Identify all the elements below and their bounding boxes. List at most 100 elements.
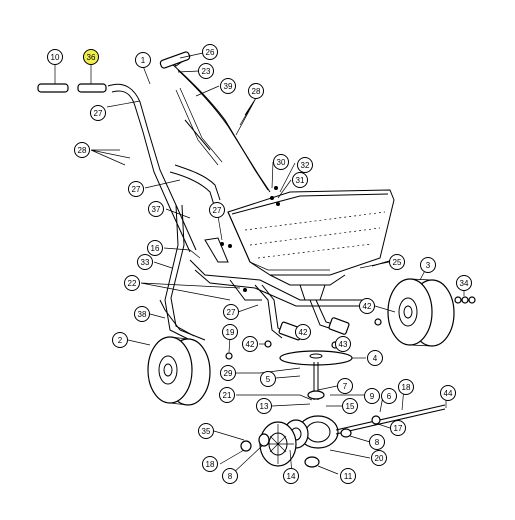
callout-number: 1 [141, 56, 146, 65]
callout-3: 3 [420, 257, 436, 273]
callout-number: 18 [402, 383, 411, 392]
callout-circle [260, 371, 276, 387]
callout-number: 17 [394, 424, 403, 433]
callout-circle [209, 202, 225, 218]
callout-9: 9 [364, 388, 380, 404]
callout-5: 5 [260, 371, 276, 387]
callout-circle [340, 468, 356, 484]
callout-42: 42 [295, 324, 311, 340]
callout-number: 6 [387, 392, 392, 401]
callout-circle [128, 181, 144, 197]
callout-circle [223, 304, 239, 320]
callout-circle [335, 336, 351, 352]
callout-number: 31 [296, 176, 305, 185]
callout-number: 27 [94, 109, 103, 118]
callout-27: 27 [90, 105, 106, 121]
callout-number: 27 [132, 185, 141, 194]
callout-7: 7 [337, 378, 353, 394]
callout-1: 1 [135, 52, 151, 68]
callout-number: 42 [246, 340, 255, 349]
callout-number: 28 [252, 87, 261, 96]
callout-circle [47, 49, 63, 65]
callout-34: 34 [456, 275, 472, 291]
callout-circle [90, 105, 106, 121]
callout-number: 44 [444, 389, 453, 398]
hopper [227, 189, 395, 301]
callout-35: 35 [198, 423, 214, 439]
callout-circle [202, 44, 218, 60]
callout-circle [364, 388, 380, 404]
callout-number: 5 [266, 375, 271, 384]
callout-number: 7 [343, 382, 348, 391]
callout-circle [74, 142, 90, 158]
callout-number: 27 [213, 206, 222, 215]
callout-number: 2 [118, 336, 123, 345]
callout-38: 38 [134, 306, 150, 322]
callout-4: 4 [367, 350, 383, 366]
callout-number: 30 [277, 158, 286, 167]
callout-number: 21 [223, 391, 232, 400]
callout-19: 19 [222, 324, 238, 340]
callout-44: 44 [440, 385, 456, 401]
callout-circle [242, 336, 258, 352]
callout-number: 22 [128, 279, 137, 288]
callout-22: 22 [124, 275, 140, 291]
handle-grip-right [77, 83, 107, 93]
callout-28: 28 [248, 83, 264, 99]
callout-29: 29 [220, 365, 236, 381]
callout-number: 28 [78, 146, 87, 155]
callout-39: 39 [220, 78, 236, 94]
callout-15: 15 [342, 398, 358, 414]
callout-number: 38 [138, 310, 147, 319]
callout-11: 11 [340, 468, 356, 484]
callout-number: 23 [202, 67, 211, 76]
callout-36: 36 [83, 49, 99, 65]
callout-circle [198, 423, 214, 439]
callout-number: 25 [393, 258, 402, 267]
callout-circle [456, 275, 472, 291]
callout-number: 10 [51, 53, 60, 62]
callout-circle [295, 324, 311, 340]
callout-37: 37 [148, 201, 164, 217]
callout-number: 3 [426, 261, 431, 270]
callout-17: 17 [390, 420, 406, 436]
callout-circle [381, 388, 397, 404]
callout-number: 16 [151, 244, 160, 253]
callout-42: 42 [359, 298, 375, 314]
callout-circle [371, 450, 387, 466]
callout-circle [292, 172, 308, 188]
callout-circle [283, 468, 299, 484]
callout-number: 34 [460, 279, 469, 288]
callout-number: 20 [375, 454, 384, 463]
callout-circle [137, 254, 153, 270]
callout-circle [147, 240, 163, 256]
callout-number: 29 [224, 369, 233, 378]
callout-circle [359, 298, 375, 314]
callout-14: 14 [283, 468, 299, 484]
callout-circle [342, 398, 358, 414]
callout-circle [202, 456, 218, 472]
callout-circle [134, 306, 150, 322]
callout-10: 10 [47, 49, 63, 65]
callout-circle [369, 434, 385, 450]
callout-18: 18 [202, 456, 218, 472]
callout-21: 21 [219, 387, 235, 403]
callout-18: 18 [398, 379, 414, 395]
right-wheel [387, 278, 455, 347]
callout-number: 4 [373, 354, 378, 363]
callout-number: 39 [224, 82, 233, 91]
spinner-plate [279, 350, 353, 366]
callout-circle [390, 420, 406, 436]
callout-circle [297, 157, 313, 173]
callout-circle [273, 154, 289, 170]
callout-23: 23 [198, 63, 214, 79]
callout-number: 11 [344, 472, 353, 481]
callout-28: 28 [74, 142, 90, 158]
callout-27: 27 [128, 181, 144, 197]
callout-2: 2 [112, 332, 128, 348]
callout-13: 13 [256, 398, 272, 414]
gearbox [240, 362, 446, 468]
callout-number: 13 [260, 402, 269, 411]
callout-43: 43 [335, 336, 351, 352]
